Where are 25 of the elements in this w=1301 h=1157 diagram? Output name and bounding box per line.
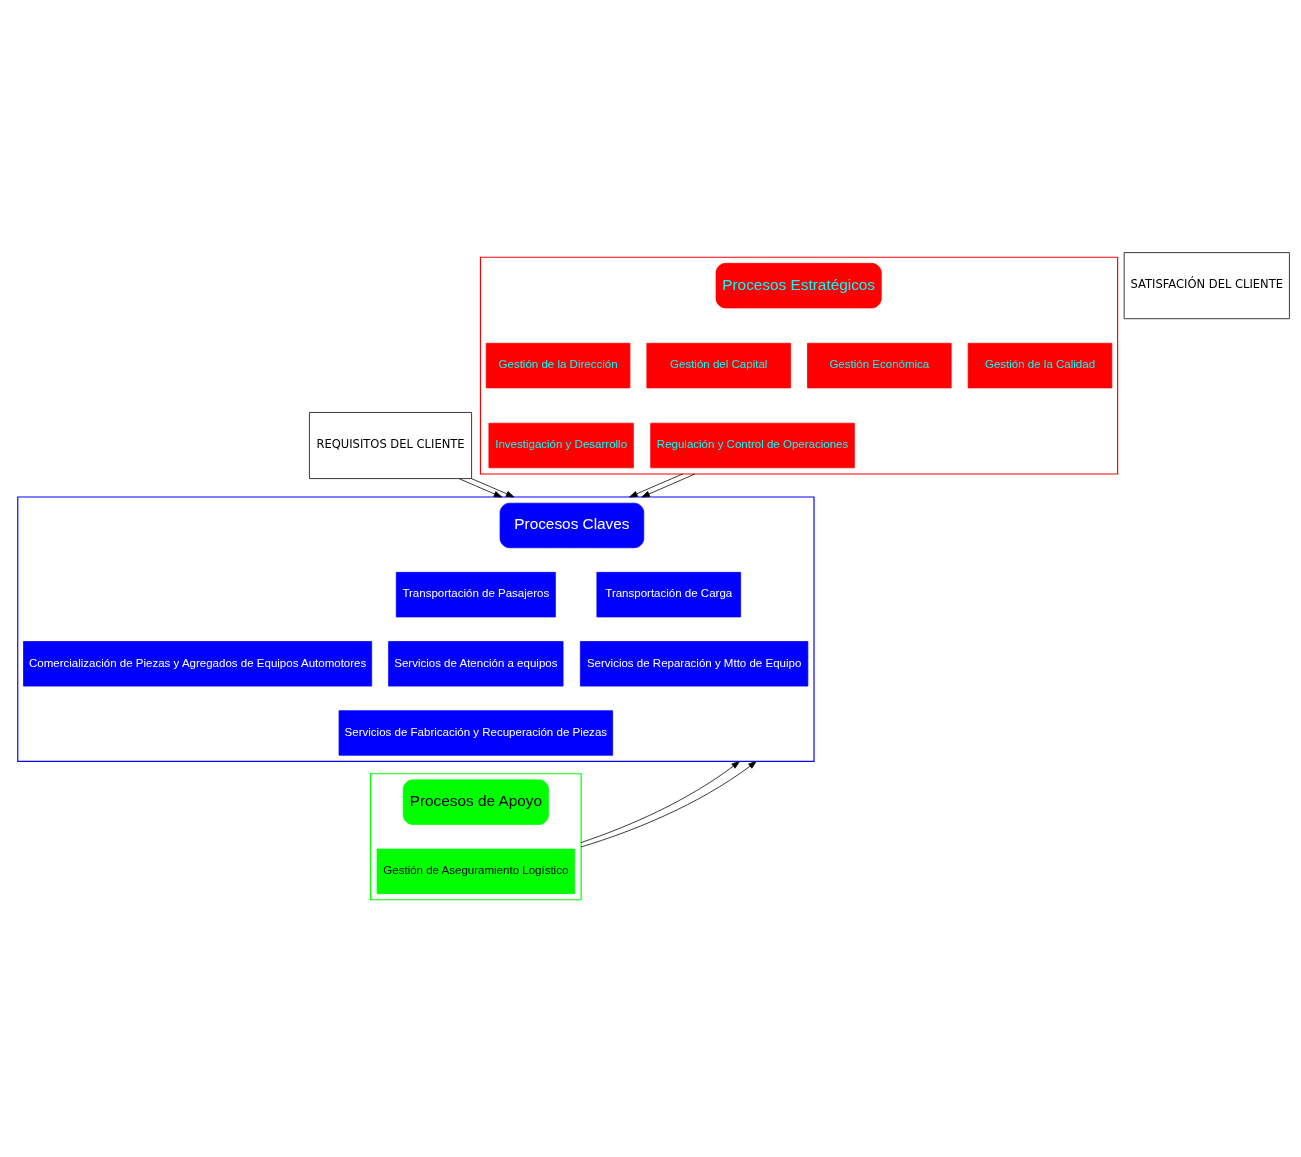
arrow — [641, 473, 696, 498]
node-box: Procesos Claves — [499, 502, 645, 549]
cluster — [479, 256, 1119, 475]
node-box: Procesos de Apoyo — [402, 779, 549, 825]
arrow — [458, 478, 503, 498]
node-box: Procesos Estratégicos — [715, 263, 882, 309]
arrow — [629, 473, 684, 498]
node-box: Gestión de la Calidad — [967, 342, 1113, 389]
node-box: Comercialización de Piezas y Agregados de Equipos Automotores — [23, 641, 373, 687]
arrow — [471, 478, 515, 498]
node-box: Transportación de Carga — [596, 571, 741, 618]
node-box: Regulación y Control de Operaciones — [650, 422, 855, 469]
node-box: Gestión del Capital — [646, 342, 791, 389]
cluster — [369, 773, 582, 901]
cluster — [17, 496, 815, 762]
node-box: Gestión de la Dirección — [485, 342, 631, 389]
node-box: Transportación de Pasajeros — [395, 571, 556, 618]
node-box: REQUISITOS DEL CLIENTE — [309, 412, 472, 479]
node-box: Servicios de Reparación y Mtto de Equipo — [579, 641, 809, 687]
node-box: Gestión de Aseguramiento Logístico — [376, 848, 575, 894]
node-box: Servicios de Fabricación y Recuperación de Piezas — [338, 710, 614, 756]
node-box: SATISFACIÓN DEL CLIENTE — [1123, 252, 1290, 320]
node-box: Investigación y Desarrollo — [488, 422, 634, 469]
node-box: Servicios de Atención a equipos — [388, 641, 564, 687]
node-box: Gestión Económica — [807, 342, 952, 389]
